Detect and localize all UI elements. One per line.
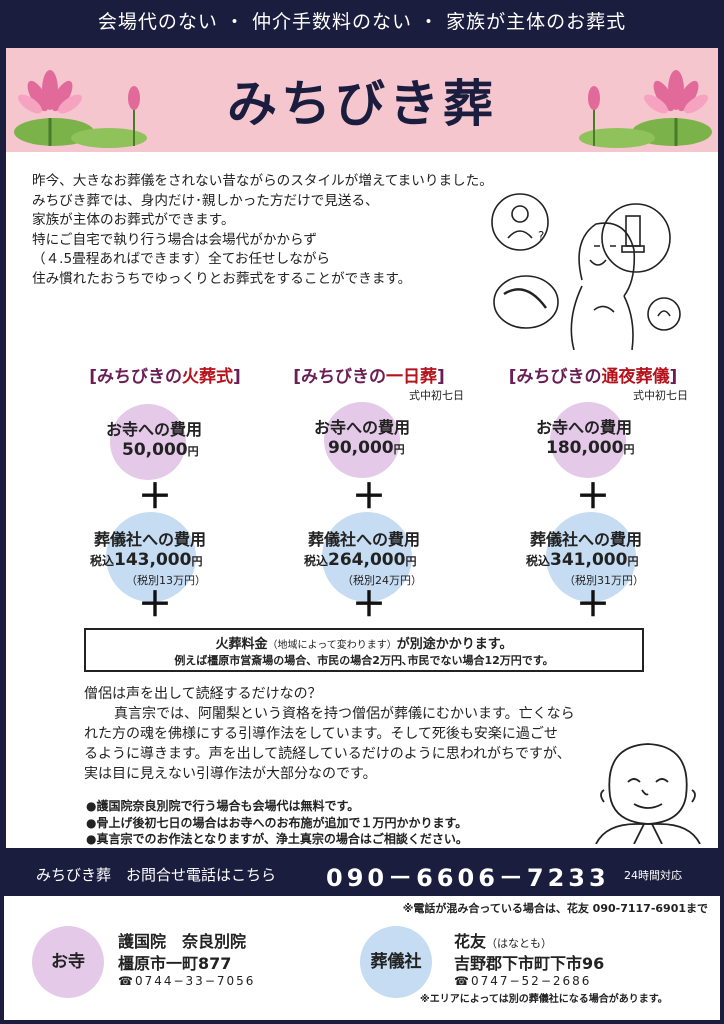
funeral-cost-circle (106, 512, 196, 602)
temple-cost-circle (110, 404, 186, 480)
funeral-home-address: 吉野郡下市町下市96 (454, 954, 605, 973)
intro-line: 昨今、大きなお葬儀をされない昔ながらのスタイルが増えてまいりました。 (32, 173, 493, 189)
busy-note: ※電話が混み合っている場合は、花友 090-7117-6901まで (402, 902, 708, 915)
plus-sign: ＋ (576, 585, 610, 625)
temple-address: 橿原市一町877 (118, 954, 232, 973)
contact-band: みちびき葬 お問合せ電話はこちら 090－6606－7233 24時間対応 (0, 852, 724, 894)
plan-title: [みちびきの通夜葬儀] (508, 367, 678, 387)
funeral-cost-circle (546, 512, 636, 602)
qa-answer-line: 実は目に見えない引導作法が大部分なのです。 (84, 766, 377, 782)
funeral-cost-value: 税込264,000円 (304, 550, 417, 570)
phone-icon: ☎ (118, 974, 135, 988)
temple-tel[interactable]: ☎0744−33−7056 (118, 974, 256, 988)
temple-cost-label: お寺への費用 (536, 418, 633, 437)
cremation-fee-box: 火葬料金（地域によって変わります）が別途かかります。 例えば橿原市営斎場の場合、… (84, 628, 644, 672)
qa-question: 僧侶は声を出して読経するだけなの？ (84, 686, 322, 702)
area-note: ※エリアによっては別の葬儀社になる場合があります。 (420, 994, 668, 1005)
plus-sign: ＋ (138, 585, 172, 625)
plan-one-day: [みちびきの一日葬] 式中初七日 (264, 362, 474, 402)
contact-label: みちびき葬 お問合せ電話はこちら (36, 866, 277, 884)
temple-badge: お寺 (32, 926, 104, 998)
funeral-home-badge: 葬儀社 (360, 926, 432, 998)
monk-face-illustration (595, 743, 701, 844)
lotus-right-icon (579, 70, 712, 148)
hours-note: 24時間対応 (624, 869, 682, 882)
temple-cost-circle (324, 402, 400, 478)
intro-text: 昨今、大きなお葬儀をされない昔ながらのスタイルが増えてまいりました。 みちびき葬… (32, 172, 493, 289)
tax-note: （税別24万円） (342, 574, 422, 587)
qa-answer-line: れた方の魂を佛様にする引導作法をしています。そして死後も安楽に過ごせ (84, 726, 558, 742)
temple-cost-circle (550, 402, 626, 478)
funeral-cost-label: 葬儀社への費用 (94, 530, 207, 549)
plan-subtitle: 式中初七日 (409, 389, 464, 402)
main-frame: みちびき葬 昨今、大きなお葬儀をされない昔ながらのスタイルが増えてまいりました。… (4, 46, 720, 850)
funeral-home-name: 花友（はなとも） (454, 932, 553, 951)
funeral-cost-label: 葬儀社への費用 (308, 530, 421, 549)
plan-cremation: [みちびきの火葬式] (60, 362, 270, 401)
temple-cost-label: お寺への費用 (314, 418, 411, 437)
plan-subtitle: 式中初七日 (633, 389, 688, 402)
funeral-home-tel[interactable]: ☎0747−52−2686 (454, 974, 592, 988)
notes-list: ●護国院奈良別院で行う場合も会場代は無料です。 ●骨上げ後初七日の場合はお寺への… (86, 798, 468, 848)
funeral-cost-value: 税込143,000円 (90, 550, 203, 570)
plan-wake-funeral: [みちびきの通夜葬儀] 式中初七日 (488, 362, 698, 402)
plan-subtitle (60, 387, 270, 401)
cremation-fee-line: 火葬料金（地域によって変わります）が別途かかります。 (215, 637, 513, 652)
tax-note: （税別31万円） (564, 574, 644, 587)
temple-cost-label: お寺への費用 (106, 420, 203, 439)
phone-number-link[interactable]: 090－6606－7233 (326, 864, 610, 892)
qa-answer-line: るように導きます。声を出して読経しているだけのように思われがちですが、 (84, 746, 571, 762)
plan-title: [みちびきの一日葬] (293, 367, 445, 387)
funeral-cost-circle (322, 512, 412, 602)
qa-answer-line: 真言宗では、阿闍梨という資格を持つ僧侶が葬儀にむかいます。亡くなら (114, 706, 575, 722)
title-band: みちびき葬 (6, 48, 718, 152)
intro-line: 家族が主体のお葬式ができます。 (32, 212, 235, 228)
tagline: 会場代のない ・ 仲介手数料のない ・ 家族が主体のお葬式 (97, 11, 627, 33)
plus-sign: ＋ (138, 477, 172, 517)
svg-text:?: ? (538, 229, 544, 243)
phone-icon: ☎ (454, 974, 471, 988)
intro-line: 住み慣れたおうちでゆっくりとお葬式をすることができます。 (32, 270, 412, 287)
intro-line: みちびき葬では、身内だけ･親しかった方だけで見送る、 (32, 192, 379, 209)
tax-note: （税別13万円） (126, 574, 206, 587)
funeral-cost-value: 税込341,000円 (526, 550, 639, 570)
note-item: ●真言宗でのお作法となりますが、浄土真宗の場合はご相談ください。 (86, 832, 468, 846)
page-title: みちびき葬 (227, 74, 497, 133)
tagline-band: 会場代のない ・ 仲介手数料のない ・ 家族が主体のお葬式 (0, 0, 724, 44)
temple-name: 護国院 奈良別院 (118, 932, 247, 951)
plus-sign: ＋ (352, 477, 386, 517)
note-item: ●骨上げ後初七日の場合はお寺へのお布施が追加で１万円かかります。 (86, 815, 468, 830)
intro-line: （４.5畳程あればできます）全てお任せしながら (32, 251, 331, 267)
cremation-fee-example: 例えば橿原市営斎場の場合、市民の場合2万円､市民でない場合12万円です。 (174, 654, 554, 667)
temple-cost-value: 180,000円 (546, 438, 635, 458)
note-item: ●護国院奈良別院で行う場合も会場代は無料です。 (86, 799, 360, 813)
priest-qa: 僧侶は声を出して読経するだけなの？ 真言宗では、阿闍梨という資格を持つ僧侶が葬儀… (84, 684, 604, 784)
intro-line: 特にご自宅で執り行う場合は会場代がかからず (32, 231, 317, 248)
bottom-info: ※電話が混み合っている場合は、花友 090-7117-6901まで お寺 護国院… (4, 896, 720, 1020)
temple-cost-value: 90,000円 (328, 438, 405, 458)
plan-title: [みちびきの火葬式] (89, 367, 241, 387)
plus-sign: ＋ (352, 585, 386, 625)
monk-thinking-illustration: ? (491, 193, 681, 350)
temple-cost-value: 50,000円 (122, 440, 199, 460)
lotus-left-icon (14, 70, 147, 148)
funeral-cost-label: 葬儀社への費用 (530, 530, 643, 549)
plus-sign: ＋ (576, 477, 610, 517)
